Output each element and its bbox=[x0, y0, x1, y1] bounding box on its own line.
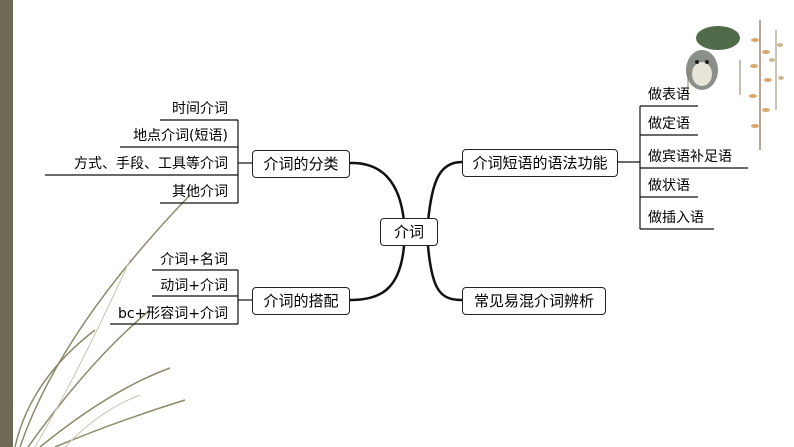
classification-item-manner: 方式、手段、工具等介词 bbox=[74, 156, 228, 172]
function-item-object-complement: 做宾语补足语 bbox=[648, 149, 732, 165]
collocation-item-verb: 动词+介词 bbox=[160, 278, 228, 294]
branch-collocation: 介词的搭配 bbox=[252, 287, 350, 315]
classification-item-other: 其他介词 bbox=[172, 184, 228, 200]
collocation-item-adjective: bc+形容词+介词 bbox=[117, 306, 228, 322]
branch-confusion: 常见易混介词辨析 bbox=[462, 287, 606, 315]
classification-item-place: 地点介词(短语) bbox=[133, 128, 228, 144]
function-item-adverbial: 做状语 bbox=[648, 178, 690, 194]
function-item-parenthetical: 做插入语 bbox=[648, 210, 704, 226]
center-node: 介词 bbox=[380, 218, 438, 246]
left-border-bar bbox=[0, 0, 13, 447]
function-item-predicative: 做表语 bbox=[648, 87, 690, 103]
collocation-item-noun: 介词+名词 bbox=[160, 252, 228, 268]
function-item-attributive: 做定语 bbox=[648, 116, 690, 132]
branch-classification: 介词的分类 bbox=[252, 150, 350, 178]
branch-function: 介词短语的语法功能 bbox=[462, 149, 618, 177]
classification-item-time: 时间介词 bbox=[172, 101, 228, 117]
